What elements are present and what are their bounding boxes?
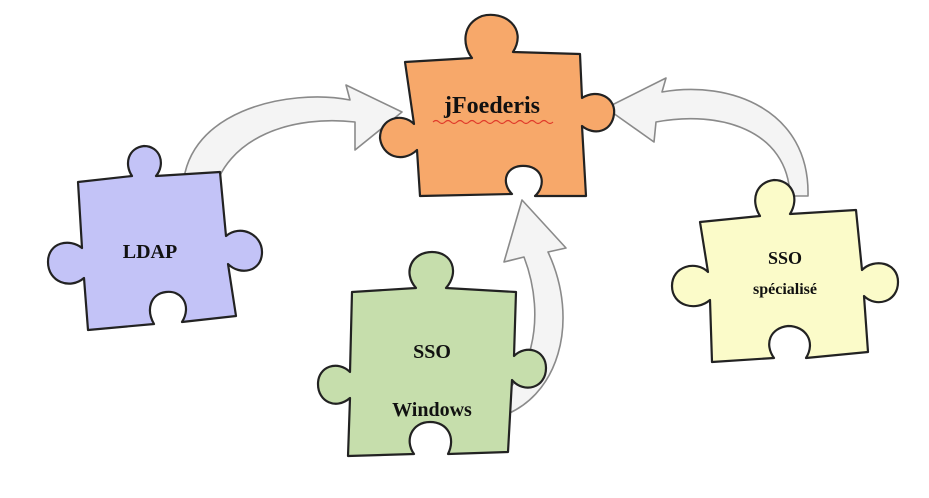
puzzle-piece-sso-windows (316, 250, 548, 458)
sso-specialise-label-line1: SSO (768, 248, 802, 268)
arrows (182, 77, 809, 419)
arrow-sso-specialise-to-jfoederis (605, 77, 809, 197)
spellcheck-underline (432, 119, 554, 125)
sso-windows-label-line2: Windows (392, 399, 472, 421)
sso-windows-label-line1: SSO (413, 341, 451, 363)
puzzle-piece-ldap (46, 144, 264, 332)
puzzle-piece-jfoederis (378, 13, 616, 198)
ldap-label: LDAP (123, 241, 177, 263)
puzzle-piece-sso-specialise (670, 178, 900, 364)
arrow-ldap-to-jfoederis (182, 84, 403, 199)
sso-specialise-label-line2: spécialisé (753, 281, 817, 298)
jfoederis-label: jFoederis (443, 93, 540, 119)
